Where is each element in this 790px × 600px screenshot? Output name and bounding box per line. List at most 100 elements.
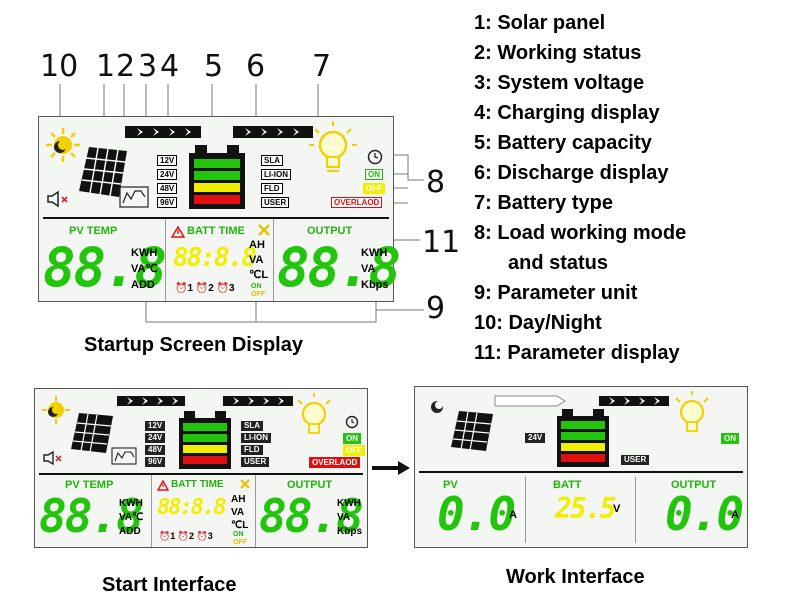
voltage-96v: 96V [157,197,178,208]
batt-unit-3: ℃L [231,520,249,531]
battery-type-sla: SLA [241,421,263,431]
charging-arrows-outline-icon [494,395,566,407]
light-bulb-icon [675,391,709,432]
callout-8: 8 [426,165,446,200]
mppt-icon [111,447,137,465]
timer-off: OFF [233,539,247,546]
charging-arrows-icon [117,396,185,406]
output-digits: 88.8 [277,236,401,299]
callout-9: 9 [426,291,446,326]
legend-item-10: 10: Day/Night [474,312,602,334]
alarm-clock-icon-3: ⏰ [216,283,230,294]
pv-unit-2: VA℃ [131,263,158,275]
lcd-divider [39,473,363,475]
legend-item-2: 2: Working status [474,42,642,64]
solar-panel-icon [71,413,113,453]
legend-item-8-cont: and status [508,252,609,274]
timer-3-label: 3 [229,283,235,294]
legend: 1: Solar panel 2: Working status 3: Syst… [474,8,686,368]
alarm-clock-icon-1: ⏰ [159,531,171,541]
pv-digits: 88.8 [39,489,144,543]
out-unit-1: KWH [337,498,361,509]
legend-item-3: 3: System voltage [474,72,645,94]
overload: OVERLAOD [309,457,361,468]
light-bulb-icon [297,393,331,434]
timer-2-label: 2 [188,531,194,541]
output-title: OUTPUT [671,479,717,491]
callout-5: 5 [204,49,224,84]
speaker-mute-icon [43,450,62,466]
timer-group: ⏰1 ⏰2 ⏰3 [175,283,235,294]
voltage-48v: 48V [145,445,166,455]
lcd-start: 12V 24V 48V 96V SLA LI-ION FLD USER ON O… [34,388,368,548]
batt-title: BATT [553,479,582,491]
alarm-clock-icon-3: ⏰ [196,531,208,541]
timer-2-label: 2 [208,283,214,294]
battery-type-user: USER [241,457,270,467]
timer-on: ON [233,531,244,538]
battery-icon [189,145,245,209]
batt-unit: V [613,503,621,515]
out-unit-2: VA [361,263,376,275]
sun-moon-icon [46,128,80,162]
load-on: ON [343,433,361,444]
callout-6: 6 [246,49,266,84]
output-unit: A [731,509,739,521]
voltage-24v: 24V [157,169,178,180]
legend-item-9: 9: Parameter unit [474,282,638,304]
pv-digits: 88.8 [43,236,167,299]
batt-time-title: BATT TIME [171,479,224,490]
legend-item-8: 8: Load working mode [474,222,687,244]
caption-start: Start Interface [102,574,237,596]
pv-unit-3: ADD [131,279,155,291]
lcd-work: 24V USER ON PV 0.0 A BATT 25.5 V OUTPUT … [414,386,748,548]
caption-work: Work Interface [506,566,645,588]
battery-type-liion: LI-ION [261,169,291,180]
out-unit-2: VA [337,512,351,523]
pv-temp-title: PV TEMP [65,479,114,491]
batt-digits: 88:8.8 [157,495,226,520]
batt-unit-3: ℃L [249,269,269,281]
lcd-vline-1 [165,219,166,301]
alarm-clock-icon-2: ⏰ [177,531,189,541]
voltage-12v: 12V [145,421,166,431]
voltage-96v: 96V [145,457,166,467]
lcd-startup: 12V 24V 48V 96V SLA LI-ION FLD USER ON O… [38,116,401,302]
battery-type: USER [621,455,650,465]
callout-2: 2 [116,49,136,84]
discharge-arrows-icon [233,126,313,138]
voltage-48v: 48V [157,183,178,194]
batt-time-title: BATT TIME [187,225,245,237]
pv-title: PV [443,479,458,491]
discharge-arrows-icon [599,396,669,406]
pv-unit-1: KWH [131,247,158,259]
alarm-clock-icon-1: ⏰ [175,283,188,294]
legend-item-5: 5: Battery capacity [474,132,652,154]
pv-temp-title: PV TEMP [69,225,118,237]
discharge-arrows-icon [223,396,293,406]
overload: OVERLAOD [331,197,383,208]
callout-1: 1 [96,49,116,84]
light-bulb-icon [309,121,357,172]
moon-icon [431,401,443,413]
sun-moon-icon [42,396,70,424]
batt-value: 25.5 [555,492,616,525]
callout-10: 10 [40,49,79,84]
legend-item-11: 11: Parameter display [474,342,680,364]
timer-off: OFF [251,291,265,298]
battery-type-liion: LI-ION [241,433,271,443]
clock-icon [345,415,359,429]
timer-group: ⏰1 ⏰2 ⏰3 [159,531,213,542]
output-value: 0.0 [665,487,744,541]
caption-startup: Startup Screen Display [84,334,303,356]
battery-type-fld: FLD [261,183,283,194]
solar-panel-icon [79,147,127,197]
batt-unit-2: VA [249,254,264,266]
lcd-vline-1 [151,475,152,547]
mppt-icon [119,186,149,208]
clock-icon [367,149,383,165]
charging-arrows-icon [125,126,201,138]
callout-7: 7 [312,49,332,84]
load-off: OFF [363,183,385,194]
out-unit-3: Kbps [361,279,389,291]
